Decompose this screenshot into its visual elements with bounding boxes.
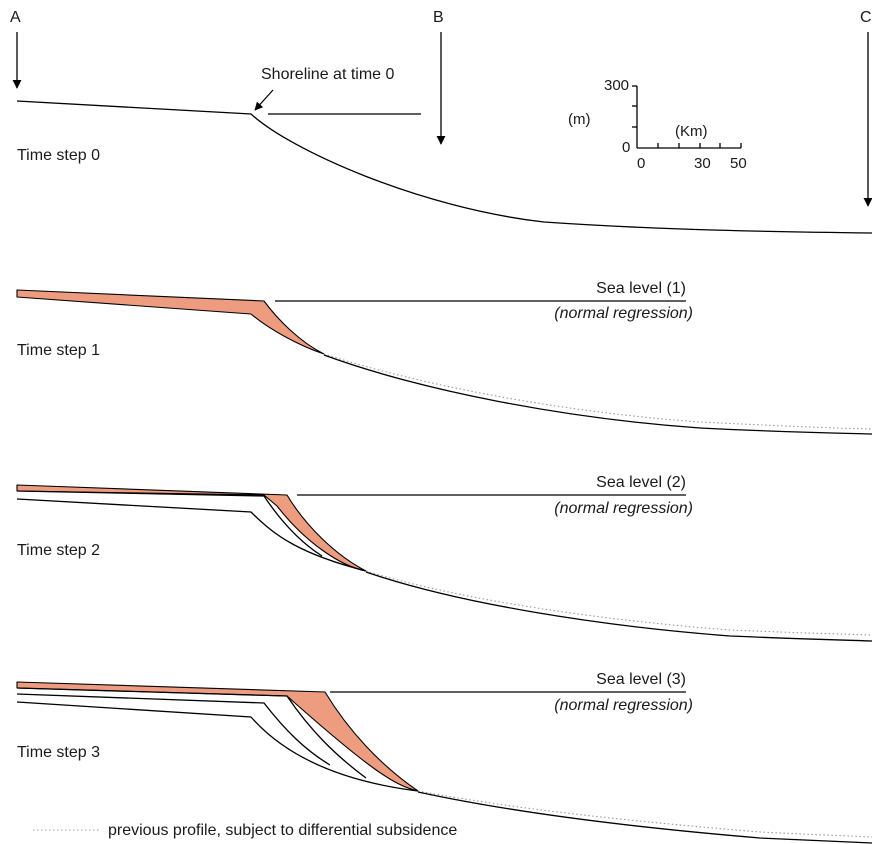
- time-step-1-panel: Sea level (1) (normal regression) Time s…: [16, 280, 872, 435]
- profile-step-0: [16, 100, 872, 234]
- legend: previous profile, subject to differentia…: [33, 822, 457, 839]
- profile-step-1-buried-3: [16, 693, 331, 766]
- profile-step-2: [365, 571, 872, 642]
- profile-step-3: [417, 791, 872, 844]
- marker-c-label: C: [860, 9, 872, 26]
- scale-x-tick-0: 0: [637, 155, 645, 172]
- profile-step-2-buried: [16, 687, 367, 779]
- profile-step-0-buried: [16, 498, 367, 572]
- time-step-1-label: Time step 1: [17, 342, 100, 359]
- marker-c: C: [860, 9, 872, 207]
- previous-profile-2: [365, 570, 872, 636]
- regression-3-label: (normal regression): [554, 697, 693, 714]
- time-step-2-label: Time step 2: [17, 542, 100, 559]
- sea-level-2-label: Sea level (2): [596, 474, 686, 491]
- previous-profile-1: [323, 353, 872, 430]
- marker-a-label: A: [10, 9, 21, 26]
- legend-label: previous profile, subject to differentia…: [108, 822, 457, 839]
- marker-a: A: [10, 9, 22, 89]
- marker-b: B: [433, 9, 446, 145]
- scale-x-unit: (Km): [675, 123, 708, 140]
- scale-y-top: 300: [604, 77, 629, 94]
- scale-y-zero: 0: [622, 139, 630, 156]
- shoreline-pointer-icon: [254, 89, 274, 111]
- profile-step-1: [323, 354, 872, 435]
- shoreline-label: Shoreline at time 0: [261, 66, 395, 83]
- scale-x-tick-30: 30: [694, 155, 711, 172]
- previous-profile-3: [417, 790, 872, 838]
- sediment-wedge-1: [16, 289, 325, 355]
- time-step-2-panel: Sea level (2) (normal regression) Time s…: [16, 474, 872, 642]
- time-step-3-panel: Sea level (3) (normal regression) Time s…: [16, 671, 872, 844]
- sediment-wedge-3: [16, 681, 419, 792]
- regression-1-label: (normal regression): [554, 305, 693, 322]
- sea-level-3-label: Sea level (3): [596, 671, 686, 688]
- scale-y-unit: (m): [568, 111, 591, 128]
- profile-step-1-buried: [16, 490, 323, 557]
- sea-level-1-label: Sea level (1): [596, 280, 686, 297]
- time-step-0-label: Time step 0: [17, 147, 100, 164]
- profile-step-0-buried-3: [16, 701, 419, 792]
- time-step-3-label: Time step 3: [17, 744, 100, 761]
- scale-x-tick-50: 50: [730, 155, 747, 172]
- scale-bar: 300 (m) 0 (Km) 0 30 50: [568, 77, 747, 172]
- time-step-0-panel: Shoreline at time 0 Time step 0: [16, 66, 872, 234]
- marker-b-label: B: [433, 9, 444, 26]
- regression-2-label: (normal regression): [554, 500, 693, 517]
